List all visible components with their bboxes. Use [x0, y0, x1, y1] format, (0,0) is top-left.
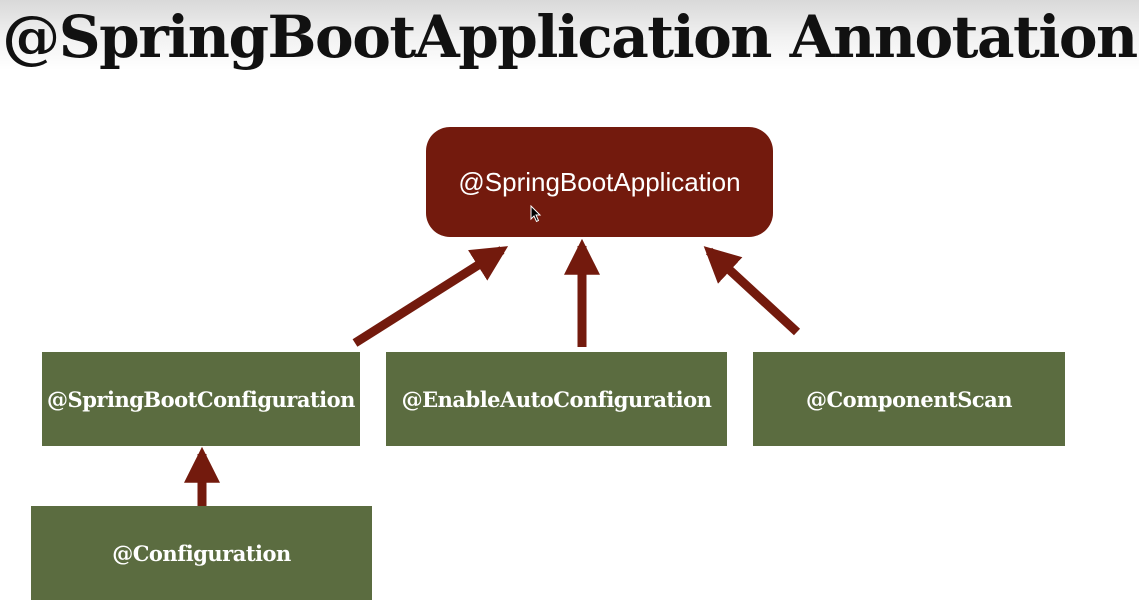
- arrow-componentscan-to-root: [703, 246, 801, 336]
- node-label: @SpringBootConfiguration: [47, 386, 355, 412]
- node-label: @EnableAutoConfiguration: [401, 386, 712, 412]
- node-springbootapplication: @SpringBootApplication: [426, 127, 773, 237]
- node-label: @ComponentScan: [805, 386, 1013, 412]
- node-enableautoconfiguration: @EnableAutoConfiguration: [386, 352, 727, 446]
- node-label: @SpringBootApplication: [458, 166, 741, 197]
- node-componentscan: @ComponentScan: [753, 352, 1065, 446]
- slide-title: @SpringBootApplication Annotation: [2, 3, 1138, 71]
- arrow-springbootconfiguration-to-root: [352, 246, 509, 347]
- node-configuration: @Configuration: [31, 506, 372, 600]
- mouse-pointer-icon: [530, 205, 542, 223]
- title-background: [0, 0, 1139, 70]
- node-springbootconfiguration: @SpringBootConfiguration: [42, 352, 360, 446]
- node-label: @Configuration: [112, 540, 291, 566]
